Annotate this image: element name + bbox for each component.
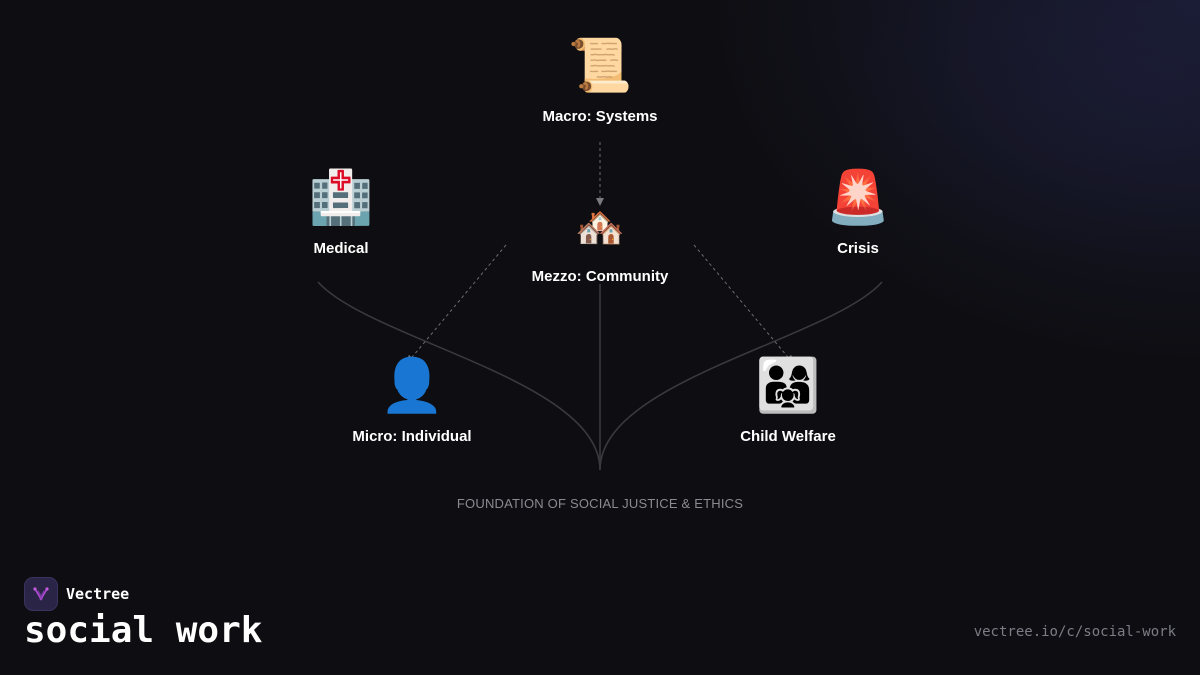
node-micro-individual[interactable]: 👤 Micro: Individual	[352, 360, 471, 445]
node-crisis[interactable]: 🚨 Crisis	[826, 172, 891, 257]
page-title: social work	[24, 610, 263, 651]
node-label: Mezzo: Community	[531, 268, 669, 285]
edge-mezzo-to-micro	[406, 244, 507, 364]
branch-left	[317, 281, 601, 471]
houses-icon: 🏘️	[575, 205, 625, 251]
brand-name: Vectree	[66, 585, 130, 603]
node-label: Crisis	[837, 240, 879, 257]
page-url[interactable]: vectree.io/c/social-work	[973, 624, 1176, 640]
node-label: Macro: Systems	[542, 108, 658, 125]
person-silhouette-icon: 👤	[379, 356, 445, 416]
node-mezzo-community[interactable]: 🏘️ Mezzo: Community	[532, 208, 669, 285]
siren-icon: 🚨	[825, 168, 891, 228]
scroll-icon: 📜	[567, 36, 633, 96]
edge-mezzo-to-child	[693, 244, 794, 364]
node-child-welfare[interactable]: 👨‍👩‍👧 Child Welfare	[740, 360, 836, 445]
family-icon: 👨‍👩‍👧	[755, 356, 821, 416]
node-label: Micro: Individual	[352, 428, 472, 445]
brand[interactable]: Vectree	[24, 577, 129, 611]
vectree-logo-icon	[24, 577, 58, 611]
node-label: Child Welfare	[740, 428, 836, 445]
node-macro-systems[interactable]: 📜 Macro: Systems	[542, 40, 657, 125]
foundation-label: FOUNDATION OF SOCIAL JUSTICE & ETHICS	[456, 496, 744, 511]
node-label: Medical	[313, 240, 369, 257]
hospital-icon: 🏥	[308, 168, 374, 228]
node-medical[interactable]: 🏥 Medical	[309, 172, 374, 257]
branch-right	[599, 281, 883, 471]
